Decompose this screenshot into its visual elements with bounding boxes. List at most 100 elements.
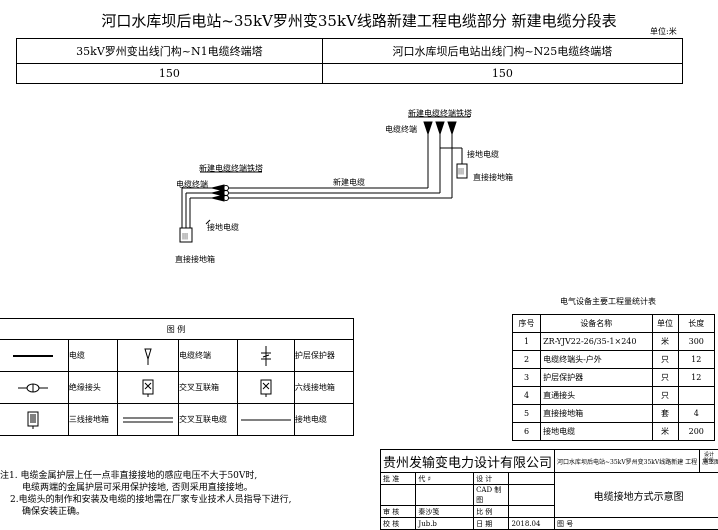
company-name: 贵州发输变电力设计有限公司: [379, 449, 556, 473]
role-approve: 批 准: [379, 472, 417, 485]
mat-cell: 2: [511, 350, 542, 369]
ground-cable-right-label: 接地电缆: [467, 150, 499, 159]
table-row: 1 ZR-YJV22-26/35-1×240 米 300: [511, 332, 716, 351]
ground-box-right-label: 直接接地箱: [473, 173, 513, 182]
table-row: 4 直通接头 只: [511, 386, 716, 405]
segment-table: 35kV罗州变出线门构~N1电缆终端塔 河口水库坝后电站出线门构~N25电缆终端…: [16, 38, 684, 84]
cross-bonding-cable-icon: [117, 403, 179, 436]
mat-cell: 6: [511, 422, 542, 441]
mat-cell: 4: [511, 386, 542, 405]
role-cad: CAD 制图: [473, 484, 510, 506]
mat-cell: 电缆终端头-户外: [540, 350, 653, 369]
mat-cell: 直接接地箱: [540, 404, 653, 423]
mat-cell: [677, 386, 716, 405]
mat-header: 长度: [677, 314, 716, 333]
drawing-number-label: 图 号: [554, 517, 718, 530]
segment-length-2: 150: [321, 63, 684, 84]
segment-name-2: 河口水库坝后电站出线门构~N25电缆终端塔: [321, 38, 684, 64]
segment-name-1: 35kV罗州变出线门构~N1电缆终端塔: [16, 38, 323, 64]
grounding-schematic: ||| |||: [179, 116, 470, 243]
mat-header: 单位: [651, 314, 679, 333]
legend-label-6: 六线接地箱: [293, 371, 355, 404]
legend-label-1: 电缆: [67, 339, 119, 372]
design-stage-side: 设计阶段: [704, 452, 715, 464]
cross-bonding-box-icon: [117, 371, 179, 404]
grounding-cable-icon: [237, 403, 295, 436]
mat-cell: ZR-YJV22-26/35-1×240: [540, 332, 653, 351]
legend-table: 图 例 电缆 电缆终端 护层保护器 绝缘接头 交叉互联箱 六线接地箱 三线接地箱…: [0, 318, 355, 436]
note-line-3: 2.电缆头的制作和安装及电缆的接地需在厂家专业技术人员指导下进行,: [10, 495, 292, 505]
sign-cad: [508, 484, 556, 506]
mat-cell: 300: [677, 332, 716, 351]
sheath-protector-icon: [237, 339, 295, 372]
mat-cell: 只: [651, 368, 679, 387]
sign-review: 秦沙笺: [415, 505, 475, 518]
cable-terminal-icon: [117, 339, 179, 372]
role-date: 日 期: [473, 517, 510, 530]
project-name: 河口水库坝后电站~35kV罗州变35kV线路新建 工程: [554, 449, 701, 473]
title-block: 贵州发输变电力设计有限公司 河口水库坝后电站~35kV罗州变35kV线路新建 工…: [379, 449, 718, 530]
mat-header: 设备名称: [540, 314, 653, 333]
legend-label-9: 接地电缆: [293, 403, 355, 436]
mat-cell: 接地电缆: [540, 422, 653, 441]
page-title: 河口水库坝后电站~35kV罗州变35kV线路新建工程电缆部分 新建电缆分段表: [101, 12, 617, 30]
drawing-title: 电缆接地方式示意图: [554, 472, 718, 518]
six-wire-grounding-box-icon: [237, 371, 295, 404]
materials-title: 电气设备主要工程量统计表: [560, 297, 656, 306]
mat-cell: 只: [651, 386, 679, 405]
svg-text:|||: |||: [458, 168, 464, 175]
legend-label-8: 交叉互联电缆: [177, 403, 239, 436]
legend-label-3: 护层保护器: [293, 339, 355, 372]
terminal-left-label: 电缆终端: [176, 180, 208, 189]
note-line-1: 注1. 电缆金属护层上任一点非直接接地的感应电压不大于50V时,: [0, 471, 258, 481]
mat-cell: 12: [677, 368, 716, 387]
role-review: 审 核: [379, 505, 417, 518]
mat-cell: 3: [511, 368, 542, 387]
materials-table: 序号 设备名称 单位 长度 1 ZR-YJV22-26/35-1×240 米 3…: [511, 314, 716, 441]
note-line-4: 确保安装正确。: [22, 507, 86, 517]
three-wire-grounding-box-icon: [0, 403, 69, 436]
new-cable-label: 新建电缆: [333, 178, 365, 187]
role-check: 校 核: [379, 517, 417, 530]
terminal-right-group: [423, 121, 457, 198]
unit-label: 单位:米: [650, 27, 677, 36]
terminal-left-group: [211, 184, 229, 202]
legend-label-7: 三线接地箱: [67, 403, 119, 436]
legend-label-5: 交叉互联箱: [177, 371, 239, 404]
sign-design: [508, 472, 556, 485]
mat-cell: 12: [677, 350, 716, 369]
mat-cell: 1: [511, 332, 542, 351]
sign-blank: [415, 484, 475, 506]
table-row: 3 护层保护器 只 12: [511, 368, 716, 387]
mat-cell: 5: [511, 404, 542, 423]
mat-cell: 米: [651, 422, 679, 441]
role-scale: 比 例: [473, 505, 510, 518]
terminal-right-label: 电缆终端: [385, 125, 417, 134]
mat-cell: 4: [677, 404, 716, 423]
cable-line-icon: [0, 339, 69, 372]
mat-cell: 套: [651, 404, 679, 423]
segment-length-1: 150: [16, 63, 323, 84]
table-row: 5 直接接地箱 套 4: [511, 404, 716, 423]
mat-cell: 200: [677, 422, 716, 441]
legend-label-2: 电缆终端: [177, 339, 239, 372]
sign-approve: 代 ♯: [415, 472, 475, 485]
role-design: 设 计: [473, 472, 510, 485]
sign-check: Jub.b: [415, 517, 475, 530]
ground-cable-left-label: 接地电缆: [207, 223, 239, 232]
svg-text:|||: |||: [182, 233, 188, 240]
role-blank: [379, 484, 417, 506]
legend-label-4: 绝缘接头: [67, 371, 119, 404]
scale-value: [508, 505, 556, 518]
mat-cell: 米: [651, 332, 679, 351]
insulating-joint-icon: [0, 371, 69, 404]
note-line-2: 电缆两端的金属护层可采用保护接地, 否则采用直接接地。: [22, 483, 253, 493]
tower-left-label: 新建电缆终端铁塔: [199, 164, 263, 173]
tower-right-label: 新建电缆终端铁塔: [408, 109, 472, 118]
mat-header: 序号: [511, 314, 542, 333]
table-row: 6 接地电缆 米 200: [511, 422, 716, 441]
mat-cell: 护层保护器: [540, 368, 653, 387]
mat-cell: 直通接头: [540, 386, 653, 405]
date-value: 2018.04: [508, 517, 556, 530]
legend-title: 图 例: [0, 318, 354, 340]
